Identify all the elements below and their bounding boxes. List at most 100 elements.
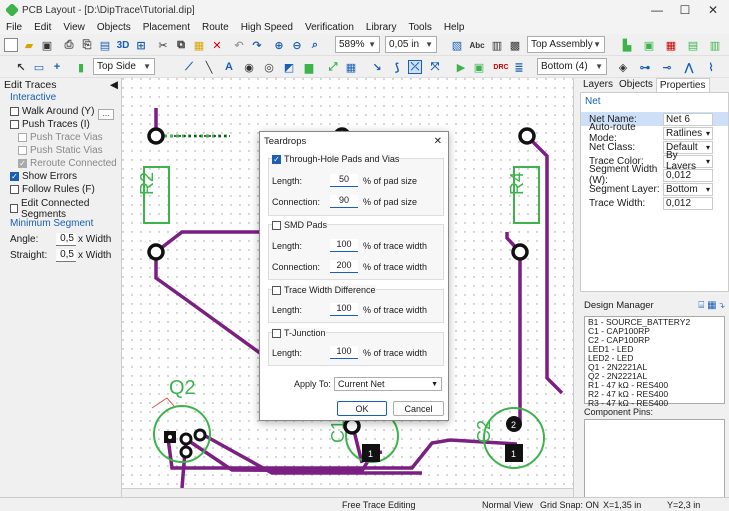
plus-icon[interactable]: + xyxy=(53,61,61,73)
layer-color-icon[interactable]: ▮ xyxy=(77,61,85,74)
list-item[interactable]: LED1 - LED xyxy=(588,344,634,354)
tab-properties[interactable]: Properties xyxy=(655,78,710,92)
property-value[interactable]: Bottom▾ xyxy=(663,182,713,196)
drc-check-icon[interactable]: ▙ xyxy=(622,39,632,52)
list-item[interactable]: R3 - 47 kΩ - RES400 xyxy=(588,398,669,408)
print-preview-icon[interactable]: ⎘ xyxy=(82,38,92,51)
arc-icon[interactable]: ⟆ xyxy=(394,61,400,74)
qr-code-icon[interactable]: ▩ xyxy=(509,39,521,52)
menu-route[interactable]: Route xyxy=(202,21,229,33)
layers-verify-icon[interactable]: ▥ xyxy=(709,39,721,52)
save-icon[interactable]: ▣ xyxy=(41,39,53,52)
smd-connection-input[interactable]: 200 xyxy=(330,260,358,273)
pad[interactable] xyxy=(179,445,193,459)
property-value[interactable]: 0,012 xyxy=(663,196,713,210)
horizontal-scrollbar[interactable] xyxy=(122,488,573,497)
menu-library[interactable]: Library xyxy=(365,21,397,33)
image-icon[interactable]: ▧ xyxy=(451,39,463,52)
grid-size-combo[interactable]: 0,05 in▼ xyxy=(385,36,437,53)
smd-length-input[interactable]: 100 xyxy=(330,239,358,252)
copper-pour-icon[interactable]: ▆ xyxy=(304,61,314,74)
menu-help[interactable]: Help xyxy=(443,21,465,33)
length-tune-icon[interactable]: ⤧ xyxy=(430,60,440,73)
menu-file[interactable]: File xyxy=(6,21,23,33)
open-folder-icon[interactable]: ▰ xyxy=(24,39,34,52)
list-item[interactable]: B1 - SOURCE_BATTERY2 xyxy=(588,317,691,327)
layer-stack-icon[interactable]: ≣ xyxy=(514,61,524,74)
option-checkbox-5[interactable]: ✓Show Errors xyxy=(0,170,121,183)
trace-width-diff-checkbox[interactable]: Trace Width Difference xyxy=(272,285,376,295)
list-item[interactable]: Q1 - 2N2221AL xyxy=(588,362,648,372)
dialog-close-icon[interactable]: ✕ xyxy=(433,135,442,147)
zoom-combo[interactable]: 589%▼ xyxy=(335,36,380,53)
diff-pair-icon[interactable]: ⊸ xyxy=(662,61,672,74)
line-icon[interactable]: ╲ xyxy=(205,61,213,74)
run-icon[interactable]: ▶ xyxy=(456,61,466,74)
cancel-button[interactable]: Cancel xyxy=(393,401,444,416)
splitter[interactable] xyxy=(573,78,580,497)
apply-to-select[interactable]: Current Net▼ xyxy=(334,377,442,391)
th-connection-input[interactable]: 90 xyxy=(330,195,358,208)
option-checkbox-0[interactable]: Walk Around (Y) xyxy=(0,105,121,118)
t-junction-checkbox[interactable]: T-Junction xyxy=(272,328,326,338)
zoom-window-icon[interactable]: ⌕ xyxy=(311,38,319,51)
text-abc-icon[interactable]: Abc xyxy=(469,40,485,50)
property-value[interactable]: Default▾ xyxy=(663,140,713,154)
list-item[interactable]: C1 - CAP100RP xyxy=(588,326,650,336)
pad[interactable] xyxy=(193,428,207,442)
property-value[interactable]: By Layers▾ xyxy=(663,150,713,172)
trace-edit-icon[interactable]: ↘ xyxy=(372,61,382,74)
menu-view[interactable]: View xyxy=(63,21,85,33)
compare-icon[interactable]: ▤ xyxy=(687,39,699,52)
list-item[interactable]: C2 - CAP100RP xyxy=(588,335,650,345)
maximize-button[interactable]: ☐ xyxy=(679,3,691,17)
undo-icon[interactable]: ↶ xyxy=(234,39,244,52)
layer-dim-icon[interactable]: ▭ xyxy=(33,61,45,74)
option-checkbox-1[interactable]: Push Traces (I) xyxy=(0,118,121,131)
autoroute-icon[interactable]: ⤢ xyxy=(328,60,338,73)
status-view[interactable]: Normal View xyxy=(482,500,533,510)
list-item[interactable]: LED2 - LED xyxy=(588,353,634,363)
option-checkbox-6[interactable]: Follow Rules (F) xyxy=(0,183,121,196)
status-grid-snap[interactable]: Grid Snap: ON xyxy=(540,500,600,510)
cut-icon[interactable]: ✂ xyxy=(158,39,168,52)
menu-tools[interactable]: Tools xyxy=(408,21,432,33)
menu-edit[interactable]: Edit xyxy=(34,21,52,33)
edit-connected-checkbox[interactable]: Edit Connected Segments xyxy=(0,198,121,220)
property-value[interactable]: 0,012 xyxy=(663,168,713,182)
th-length-input[interactable]: 50 xyxy=(330,174,358,187)
pointer-icon[interactable]: ↖ xyxy=(16,61,26,74)
view-side-combo[interactable]: Top Assembly▼ xyxy=(527,36,605,53)
zoom-in-icon[interactable]: ⊕ xyxy=(274,39,284,52)
3d-view-icon[interactable]: 3D xyxy=(116,39,130,51)
panelize-icon[interactable]: ⊞ xyxy=(136,39,146,52)
eye-icon[interactable]: ◈ xyxy=(618,61,628,74)
grid-icon[interactable]: ▦ xyxy=(345,61,357,74)
paste-icon[interactable]: ▦ xyxy=(193,39,205,52)
tab-layers[interactable]: Layers xyxy=(583,79,614,90)
menu-objects[interactable]: Objects xyxy=(96,21,131,33)
stop-icon[interactable]: ▣ xyxy=(473,61,485,74)
collapse-icon[interactable]: ◀ xyxy=(109,79,118,91)
pad-square[interactable] xyxy=(362,444,380,462)
pad[interactable] xyxy=(179,432,193,446)
menu-placement[interactable]: Placement xyxy=(142,21,191,33)
smd-checkbox[interactable]: SMD Pads xyxy=(272,220,328,230)
new-file-icon[interactable] xyxy=(4,38,18,52)
pad[interactable] xyxy=(343,417,361,435)
print-icon[interactable]: ⎙ xyxy=(64,38,74,51)
signal-icon[interactable]: ⌇ xyxy=(708,61,714,74)
pad-square[interactable] xyxy=(505,444,523,462)
property-value[interactable]: Net 6 xyxy=(663,112,713,126)
property-value[interactable]: Ratlines▾ xyxy=(663,126,713,140)
close-button[interactable]: ✕ xyxy=(707,3,719,17)
menu-verification[interactable]: Verification xyxy=(304,21,354,33)
erc-icon[interactable]: ▦ xyxy=(665,39,677,52)
tab-objects[interactable]: Objects xyxy=(619,79,653,90)
twd-length-input[interactable]: 100 xyxy=(330,303,358,316)
via-icon[interactable]: ◎ xyxy=(264,61,274,74)
text-icon[interactable]: A xyxy=(225,61,233,73)
pad-icon[interactable]: ◉ xyxy=(244,61,254,74)
copy-icon[interactable]: ⧉ xyxy=(177,38,185,51)
